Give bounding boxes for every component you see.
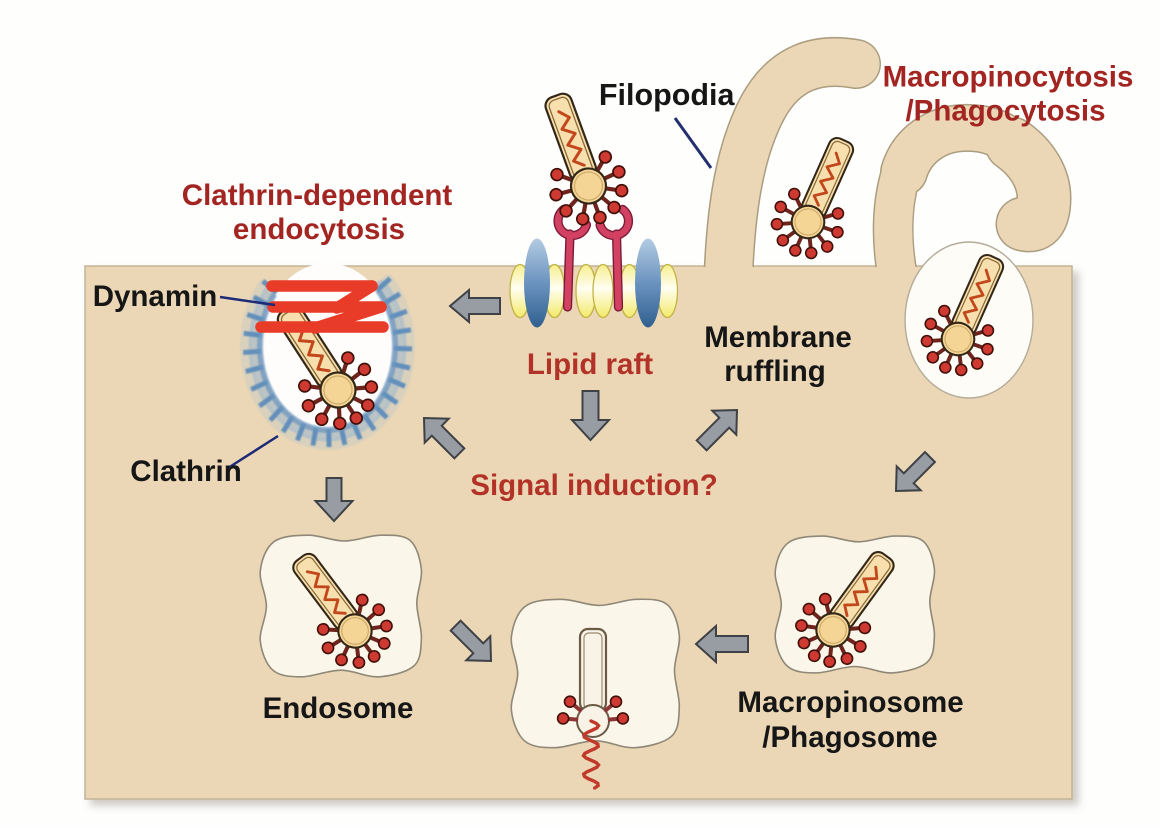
svg-text:Clathrin: Clathrin xyxy=(130,455,241,488)
svg-text:Dynamin: Dynamin xyxy=(93,280,218,313)
svg-text:Macropinocytosis: Macropinocytosis xyxy=(883,61,1134,94)
svg-text:Clathrin-dependent: Clathrin-dependent xyxy=(182,179,453,212)
svg-text:ruffling: ruffling xyxy=(724,355,826,388)
svg-text:Lipid raft: Lipid raft xyxy=(527,348,653,381)
svg-text:Macropinosome: Macropinosome xyxy=(737,686,963,719)
svg-text:Membrane: Membrane xyxy=(704,321,852,354)
svg-text:/Phagocytosis: /Phagocytosis xyxy=(905,95,1105,128)
svg-text:endocytosis: endocytosis xyxy=(233,213,405,246)
svg-text:Signal induction?: Signal induction? xyxy=(470,469,717,502)
svg-text:Filopodia: Filopodia xyxy=(599,78,736,112)
svg-text:Endosome: Endosome xyxy=(263,692,414,725)
svg-text:/Phagosome: /Phagosome xyxy=(762,721,937,754)
